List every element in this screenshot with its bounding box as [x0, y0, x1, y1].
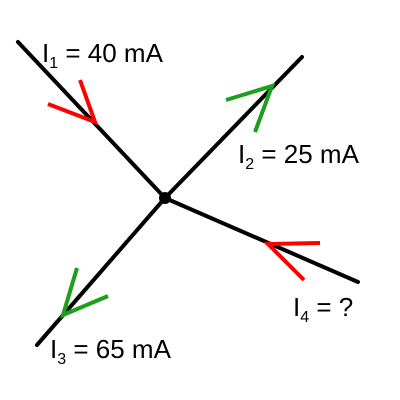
junction-node [159, 192, 171, 204]
wire-i2 [163, 55, 304, 200]
label-i4: I4 = ? [293, 292, 353, 326]
label-i1: I1 = 40 mA [42, 38, 164, 72]
arrow-i4-incoming-icon [263, 241, 321, 282]
label-i3: I3 = 65 mA [50, 334, 172, 368]
wire-i3 [35, 196, 167, 347]
arrow-i2-outgoing-icon [225, 82, 276, 133]
label-i2: I2 = 25 mA [238, 139, 360, 173]
wire-i4 [163, 196, 360, 284]
arrow-i1-incoming-icon [47, 79, 99, 126]
arrow-i3-outgoing-icon [59, 267, 109, 319]
